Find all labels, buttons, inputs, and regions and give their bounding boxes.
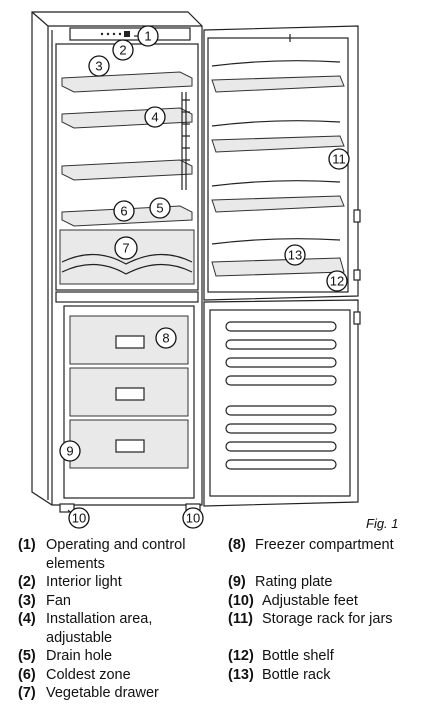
svg-text:10: 10 xyxy=(186,511,200,526)
legend-item-11: (11)Storage rack for jars xyxy=(228,611,393,627)
svg-text:2: 2 xyxy=(119,43,126,58)
cabinet-body xyxy=(31,11,203,513)
svg-text:1: 1 xyxy=(144,29,151,44)
legend-item-3: (3)Fan xyxy=(18,592,71,609)
svg-text:7: 7 xyxy=(122,241,129,256)
callout-3: 3 xyxy=(88,55,110,77)
callout-9: 9 xyxy=(59,440,81,462)
callout-6: 6 xyxy=(113,200,135,222)
callout-1: 1 xyxy=(134,25,159,47)
legend-item-4: (4)Installation area, adjustable xyxy=(18,611,153,646)
callout-5: 5 xyxy=(149,197,171,219)
callout-10-right: 10 xyxy=(182,507,204,529)
svg-text:4: 4 xyxy=(151,110,158,125)
legend-item-8: (8)Freezer compartment xyxy=(228,537,394,553)
legend-item-1: (1)Operating and control elements xyxy=(18,537,186,572)
legend-item-7: (7)Vegetable drawer xyxy=(18,685,159,701)
legend-item-12: (12)Bottle shelf xyxy=(228,648,334,664)
callout-8: 8 xyxy=(155,327,177,349)
callout-2: 2 xyxy=(112,39,134,61)
callout-13: 13 xyxy=(284,244,306,266)
callout-4: 4 xyxy=(144,106,166,128)
figure-caption: Fig. 1 xyxy=(366,516,399,531)
svg-text:13: 13 xyxy=(288,248,302,263)
legend-left: (1)Operating and control elements (2)Int… xyxy=(18,536,218,703)
legend-item-2: (2)Interior light xyxy=(18,574,122,590)
callout-11: 11 xyxy=(328,148,350,170)
legend-item-10: (10)Adjustable feet xyxy=(228,592,358,609)
svg-text:10: 10 xyxy=(72,511,86,526)
callout-7: 7 xyxy=(114,236,138,260)
freezer-door xyxy=(203,299,361,507)
callout-10-left: 10 xyxy=(67,507,90,529)
svg-text:5: 5 xyxy=(156,201,163,216)
freezer-drawers xyxy=(69,315,189,469)
legend-item-13: (13)Bottle rack xyxy=(228,666,331,683)
svg-text:8: 8 xyxy=(162,331,169,346)
fridge-diagram: 1 2 3 4 5 6 7 8 9 10 10 11 12 13 xyxy=(31,11,361,529)
fridge-door xyxy=(203,25,361,301)
legend-item-9: (9)Rating plate xyxy=(228,574,333,590)
callout-12: 12 xyxy=(326,270,348,292)
svg-text:3: 3 xyxy=(95,59,102,74)
legend-item-6: (6)Coldest zone xyxy=(18,666,131,683)
legend-right: (8)Freezer compartment (9)Rating plate (… xyxy=(228,536,433,684)
svg-text:6: 6 xyxy=(120,204,127,219)
svg-text:11: 11 xyxy=(332,152,346,167)
svg-text:12: 12 xyxy=(330,274,344,289)
svg-text:9: 9 xyxy=(66,444,73,459)
legend-item-5: (5)Drain hole xyxy=(18,648,113,664)
